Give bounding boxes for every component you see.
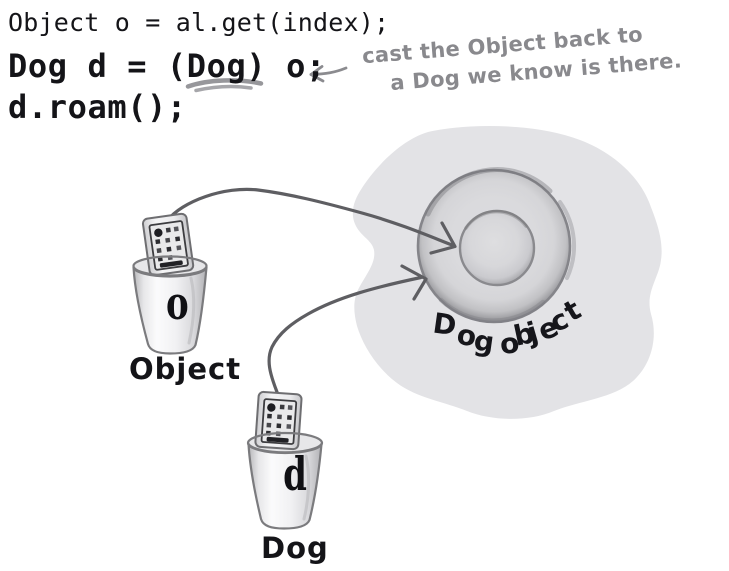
dog-cup-variable-label: d xyxy=(283,447,307,501)
code-line-3: d.roam(); xyxy=(8,88,187,126)
dog-object-ring-shadow-bottom xyxy=(438,297,546,323)
object-cup-shading xyxy=(187,276,196,345)
dog-reference-wire xyxy=(267,264,428,394)
dog-cup-group xyxy=(246,390,324,530)
dog-object-inner-shadow-top xyxy=(464,209,528,230)
dog-cup-shading xyxy=(302,454,311,521)
object-cup-variable-label: o xyxy=(165,276,189,330)
dog-wire-arrowhead xyxy=(400,264,428,301)
dog-object-ring-shadow-top xyxy=(425,167,553,217)
code-line-2: Dog d = (Dog) o; xyxy=(8,47,326,85)
cast-underline xyxy=(185,78,264,93)
object-remote-icon xyxy=(141,212,195,277)
annotation-left-arrow-icon xyxy=(309,65,348,83)
object-reference-wire xyxy=(165,187,457,255)
dog-cup-rim xyxy=(246,431,324,455)
dog-object-ring-shadow-right xyxy=(558,200,577,280)
dog-object-label-letter: g xyxy=(471,323,497,360)
object-cup-rim xyxy=(132,255,208,277)
dog-object-inner-circle xyxy=(458,209,536,287)
object-wire-arrowhead xyxy=(429,221,457,255)
dog-object-label-letter: D xyxy=(430,306,459,343)
dog-cup-type-label: Dog xyxy=(261,531,329,565)
object-cup-group xyxy=(132,212,208,355)
dog-remote-icon xyxy=(254,390,303,451)
code-line-1: Object o = al.get(index); xyxy=(8,8,390,37)
object-cup-type-label: Object xyxy=(129,352,242,386)
